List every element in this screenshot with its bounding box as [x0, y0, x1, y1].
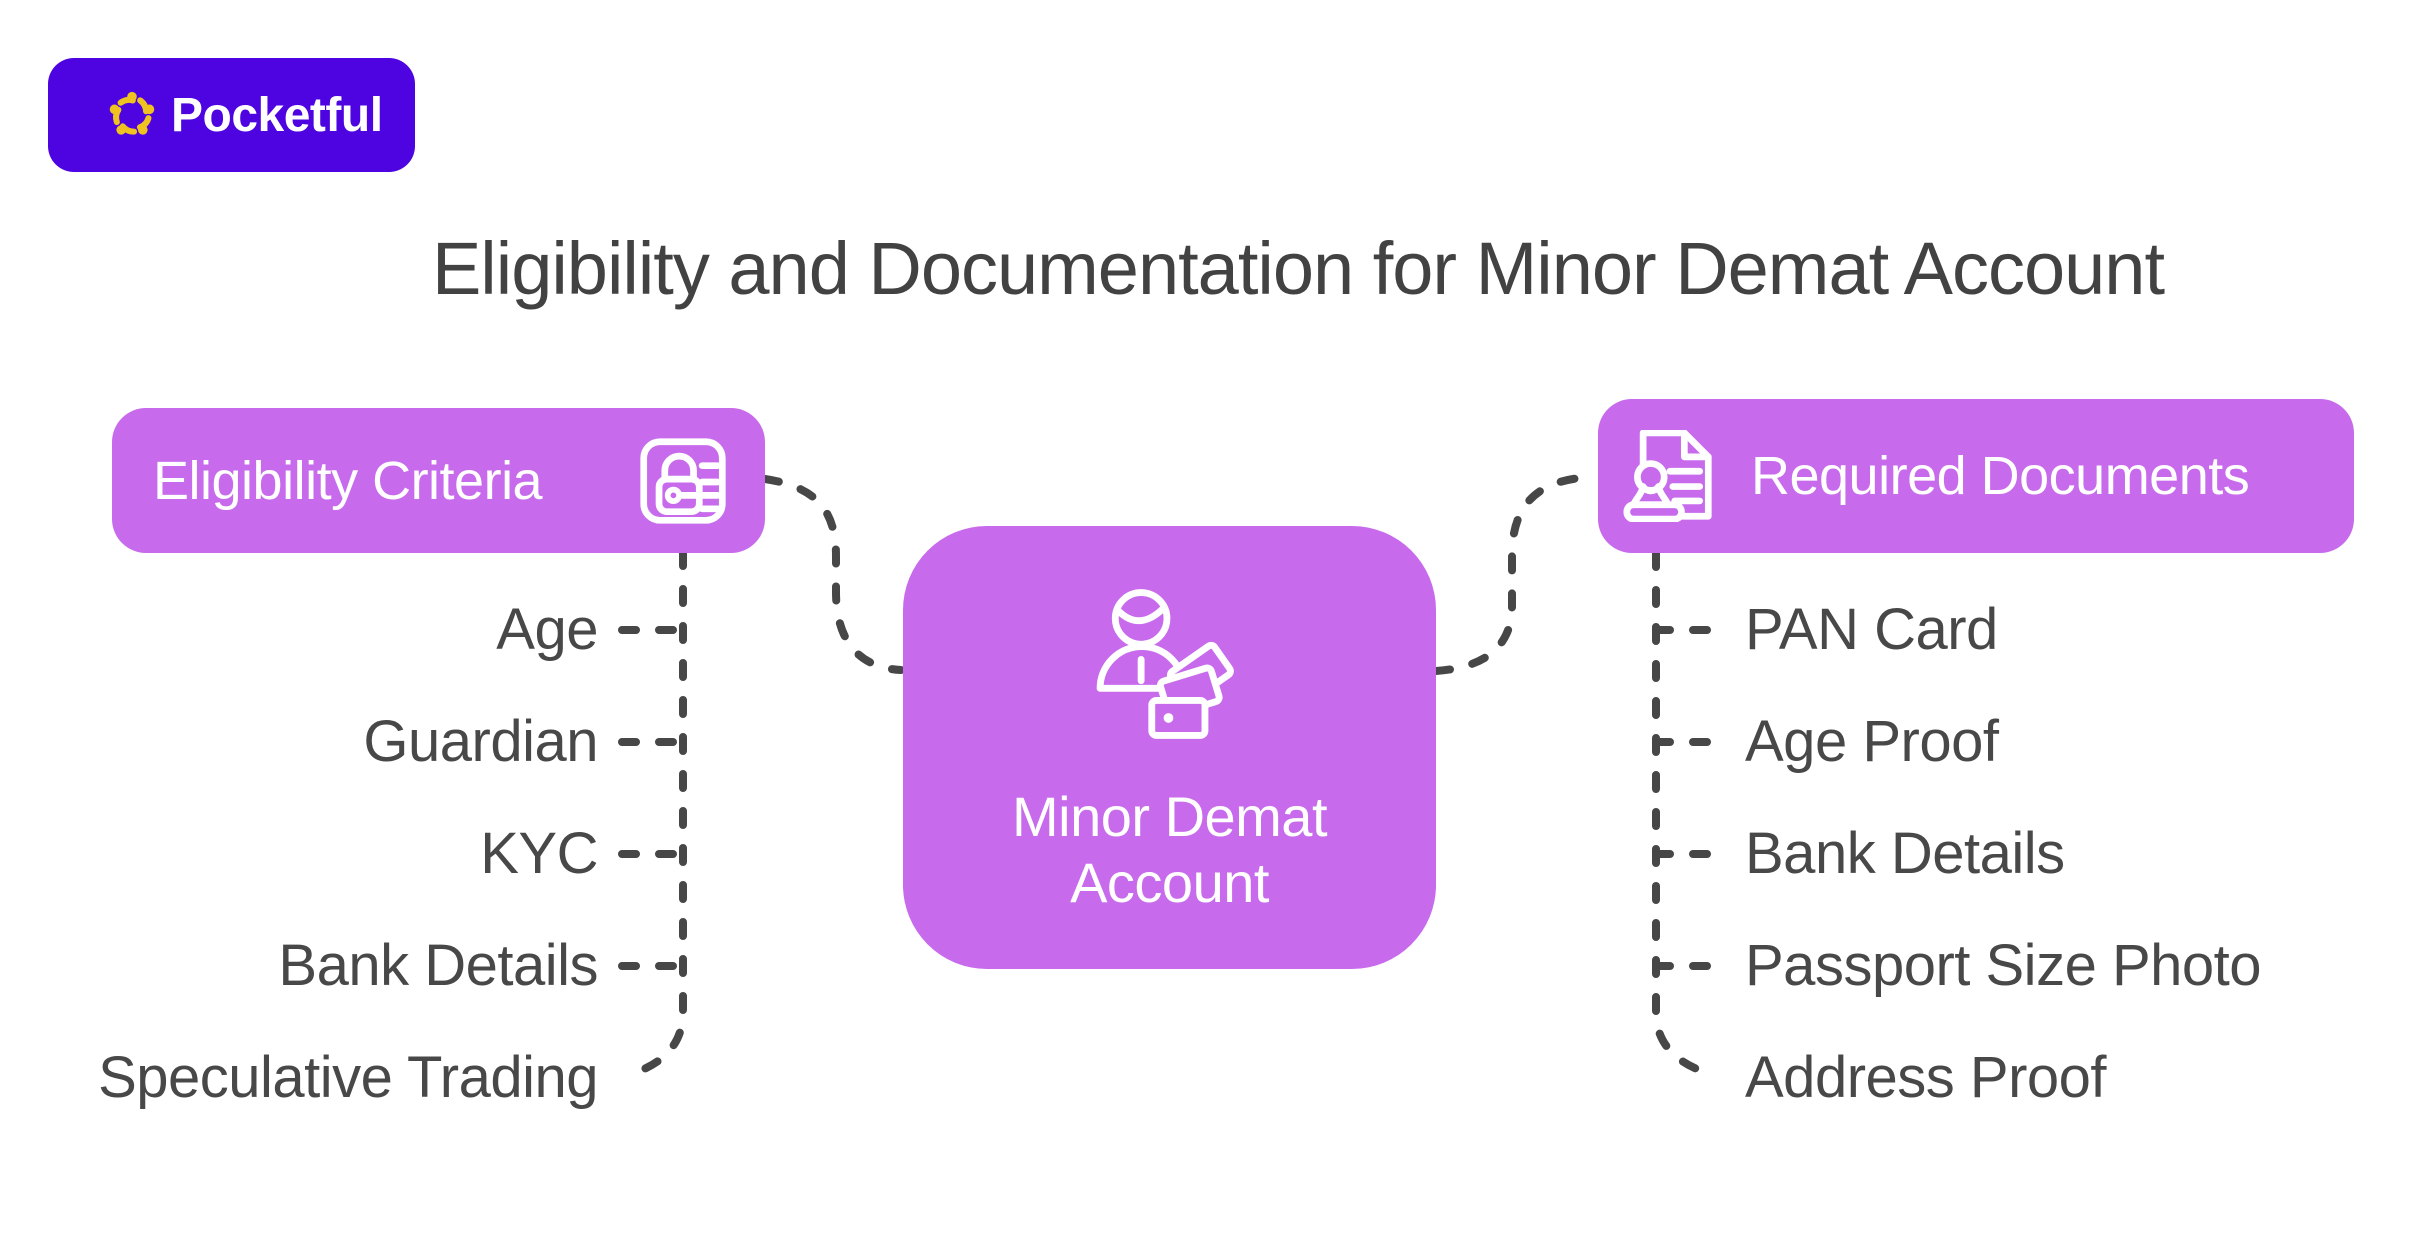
list-item-passport-size-photo: Passport Size Photo	[1745, 933, 2262, 998]
list-item-age-proof: Age Proof	[1745, 709, 1999, 774]
eligibility-criteria-box: Eligibility Criteria	[112, 408, 765, 553]
list-item-speculative-trading: Speculative Trading	[98, 1045, 598, 1110]
minor-demat-account-node: Minor Demat Account	[903, 526, 1436, 969]
connector-center-to-right	[1432, 473, 1600, 675]
list-item-pan-card: PAN Card	[1745, 597, 1998, 662]
pocketful-logo: Pocketful	[48, 58, 415, 172]
page-title: Eligibility and Documentation for Minor …	[431, 227, 2165, 310]
list-item-bank-details-left: Bank Details	[278, 933, 598, 998]
eligibility-criteria-label: Eligibility Criteria	[153, 450, 543, 511]
right-trunk-line	[1652, 549, 1703, 1074]
list-item-age: Age	[496, 597, 598, 662]
list-item-address-proof: Address Proof	[1745, 1045, 2107, 1110]
connector-left-to-center	[761, 475, 905, 674]
list-item-guardian: Guardian	[363, 709, 598, 774]
person-with-cards-icon	[1096, 589, 1234, 739]
required-documents-box: Required Documents	[1598, 399, 2354, 553]
brand-name: Pocketful	[171, 88, 383, 142]
lock-document-icon	[640, 437, 726, 524]
stamp-document-icon	[1623, 430, 1712, 522]
list-item-bank-details-right: Bank Details	[1745, 821, 2065, 886]
left-trunk-line	[638, 548, 687, 1074]
list-item-kyc: KYC	[480, 821, 598, 886]
pocketful-logo-mark-icon	[109, 91, 155, 135]
minor-demat-account-label: Minor Demat Account	[1011, 785, 1328, 914]
required-documents-label: Required Documents	[1751, 446, 2250, 506]
